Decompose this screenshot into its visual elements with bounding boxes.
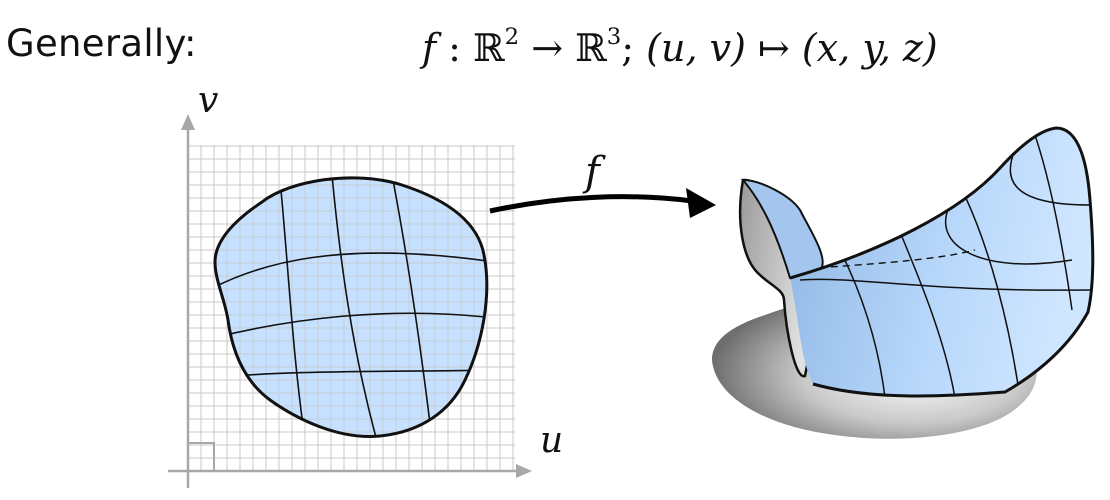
surface-patch xyxy=(790,128,1093,396)
separator: ; xyxy=(621,26,647,70)
heading: Generally: xyxy=(6,22,197,65)
arrow: → xyxy=(519,26,576,70)
v-axis-label: v xyxy=(198,80,218,121)
surface-isoparametric-curves xyxy=(794,134,1091,396)
right-angle-marker xyxy=(187,442,215,472)
parameter-patch-outline xyxy=(213,176,489,439)
mapping-arrow xyxy=(489,188,716,218)
mapsto-arrow: ↦ xyxy=(745,26,802,70)
map-label: f xyxy=(582,149,606,195)
input-tuple: (u, v) xyxy=(646,26,746,70)
function-symbol: f xyxy=(422,26,437,70)
domain-set: ℝ xyxy=(473,26,505,70)
surface-outline xyxy=(789,126,1095,398)
uv-axes xyxy=(168,114,532,488)
mapping-formula: f : ℝ2 → ℝ3; (u, v) ↦ (x, y, z) xyxy=(422,26,938,70)
codomain-set: ℝ xyxy=(575,26,607,70)
colon: : xyxy=(436,26,474,70)
codomain-power: 3 xyxy=(606,23,622,50)
domain-power: 2 xyxy=(504,23,520,50)
u-axis-label: u xyxy=(540,420,563,461)
parameter-patch xyxy=(215,177,487,437)
output-tuple: (x, y, z) xyxy=(801,26,938,70)
